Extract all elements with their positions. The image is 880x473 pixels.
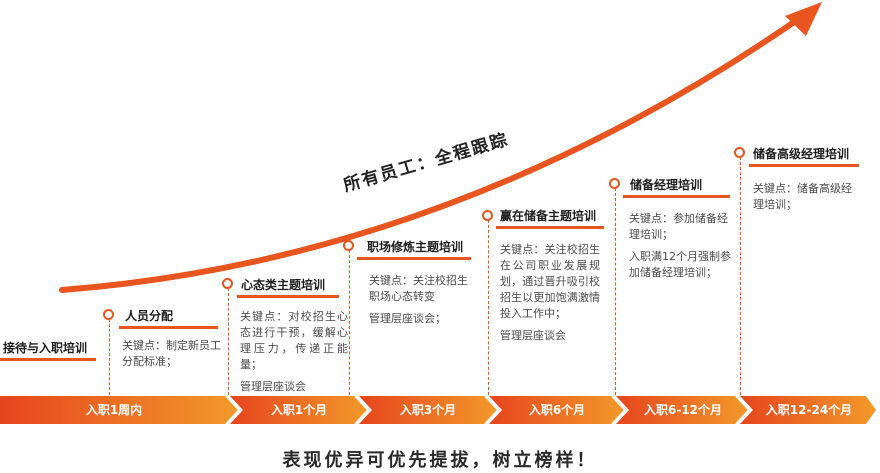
stage-title: 职场修炼主题培训 bbox=[367, 240, 464, 254]
stage-underline bbox=[357, 257, 471, 260]
milestone-dashed-line bbox=[109, 319, 110, 395]
period-label: 入职1周内 bbox=[85, 403, 143, 417]
stage-underline bbox=[0, 358, 96, 361]
period-label: 入职6个月 bbox=[528, 403, 586, 417]
milestone-dashed-line bbox=[740, 157, 741, 395]
timeline-chevrons bbox=[0, 396, 876, 424]
period-label: 入职6-12个月 bbox=[643, 403, 723, 417]
stage-title: 赢在储备主题培训 bbox=[500, 209, 597, 223]
stage-description: 关键点：对校招生心态进行干预，缓解心理压力，传递正能量； 管理层座谈会 bbox=[240, 310, 348, 393]
stage-underline bbox=[237, 295, 339, 298]
stage-title: 接待与入职培训 bbox=[3, 341, 88, 355]
milestone-dashed-line bbox=[228, 288, 229, 395]
period-label: 入职1个月 bbox=[270, 403, 328, 417]
milestone-dashed-line bbox=[349, 250, 350, 395]
stage-underline bbox=[623, 195, 730, 198]
milestone-ring-icon bbox=[222, 278, 233, 289]
stage-underline bbox=[119, 326, 218, 329]
milestone-ring-icon bbox=[343, 240, 354, 251]
stage-description: 关键点：参加储备经理培训； 入职满12个月强制参加储备经理培训； bbox=[629, 212, 731, 279]
stage-description: 关键点：关注校招生职场心态转变 管理层座谈会； bbox=[369, 274, 468, 325]
milestone-ring-icon bbox=[103, 309, 114, 320]
stage-title: 储备高级经理培训 bbox=[753, 147, 850, 161]
period-label: 入职12-24个月 bbox=[765, 403, 853, 417]
stage-description: 关键点：制定新员工分配标准； bbox=[122, 339, 221, 368]
stage-title: 人员分配 bbox=[125, 309, 174, 323]
stage-title: 心态类主题培训 bbox=[241, 278, 326, 292]
milestone-dashed-line bbox=[615, 188, 616, 395]
milestone-ring-icon bbox=[609, 178, 620, 189]
milestone-dashed-line bbox=[488, 220, 489, 395]
stage-description: 关键点：关注校招生在公司职业发展规划，通过晋升吸引校招生以更加饱满激情投入工作中… bbox=[500, 243, 600, 342]
stage-underline bbox=[749, 164, 859, 167]
milestone-ring-icon bbox=[734, 147, 745, 158]
stage-underline bbox=[496, 226, 604, 229]
footer-slogan: 表现优异可优先提拔，树立榜样！ bbox=[282, 450, 598, 471]
milestone-ring-icon bbox=[482, 210, 493, 221]
period-label: 入职3个月 bbox=[399, 403, 457, 417]
stage-title: 储备经理培训 bbox=[630, 178, 703, 192]
stage-description: 关键点：储备高级经理培训； bbox=[753, 182, 852, 211]
